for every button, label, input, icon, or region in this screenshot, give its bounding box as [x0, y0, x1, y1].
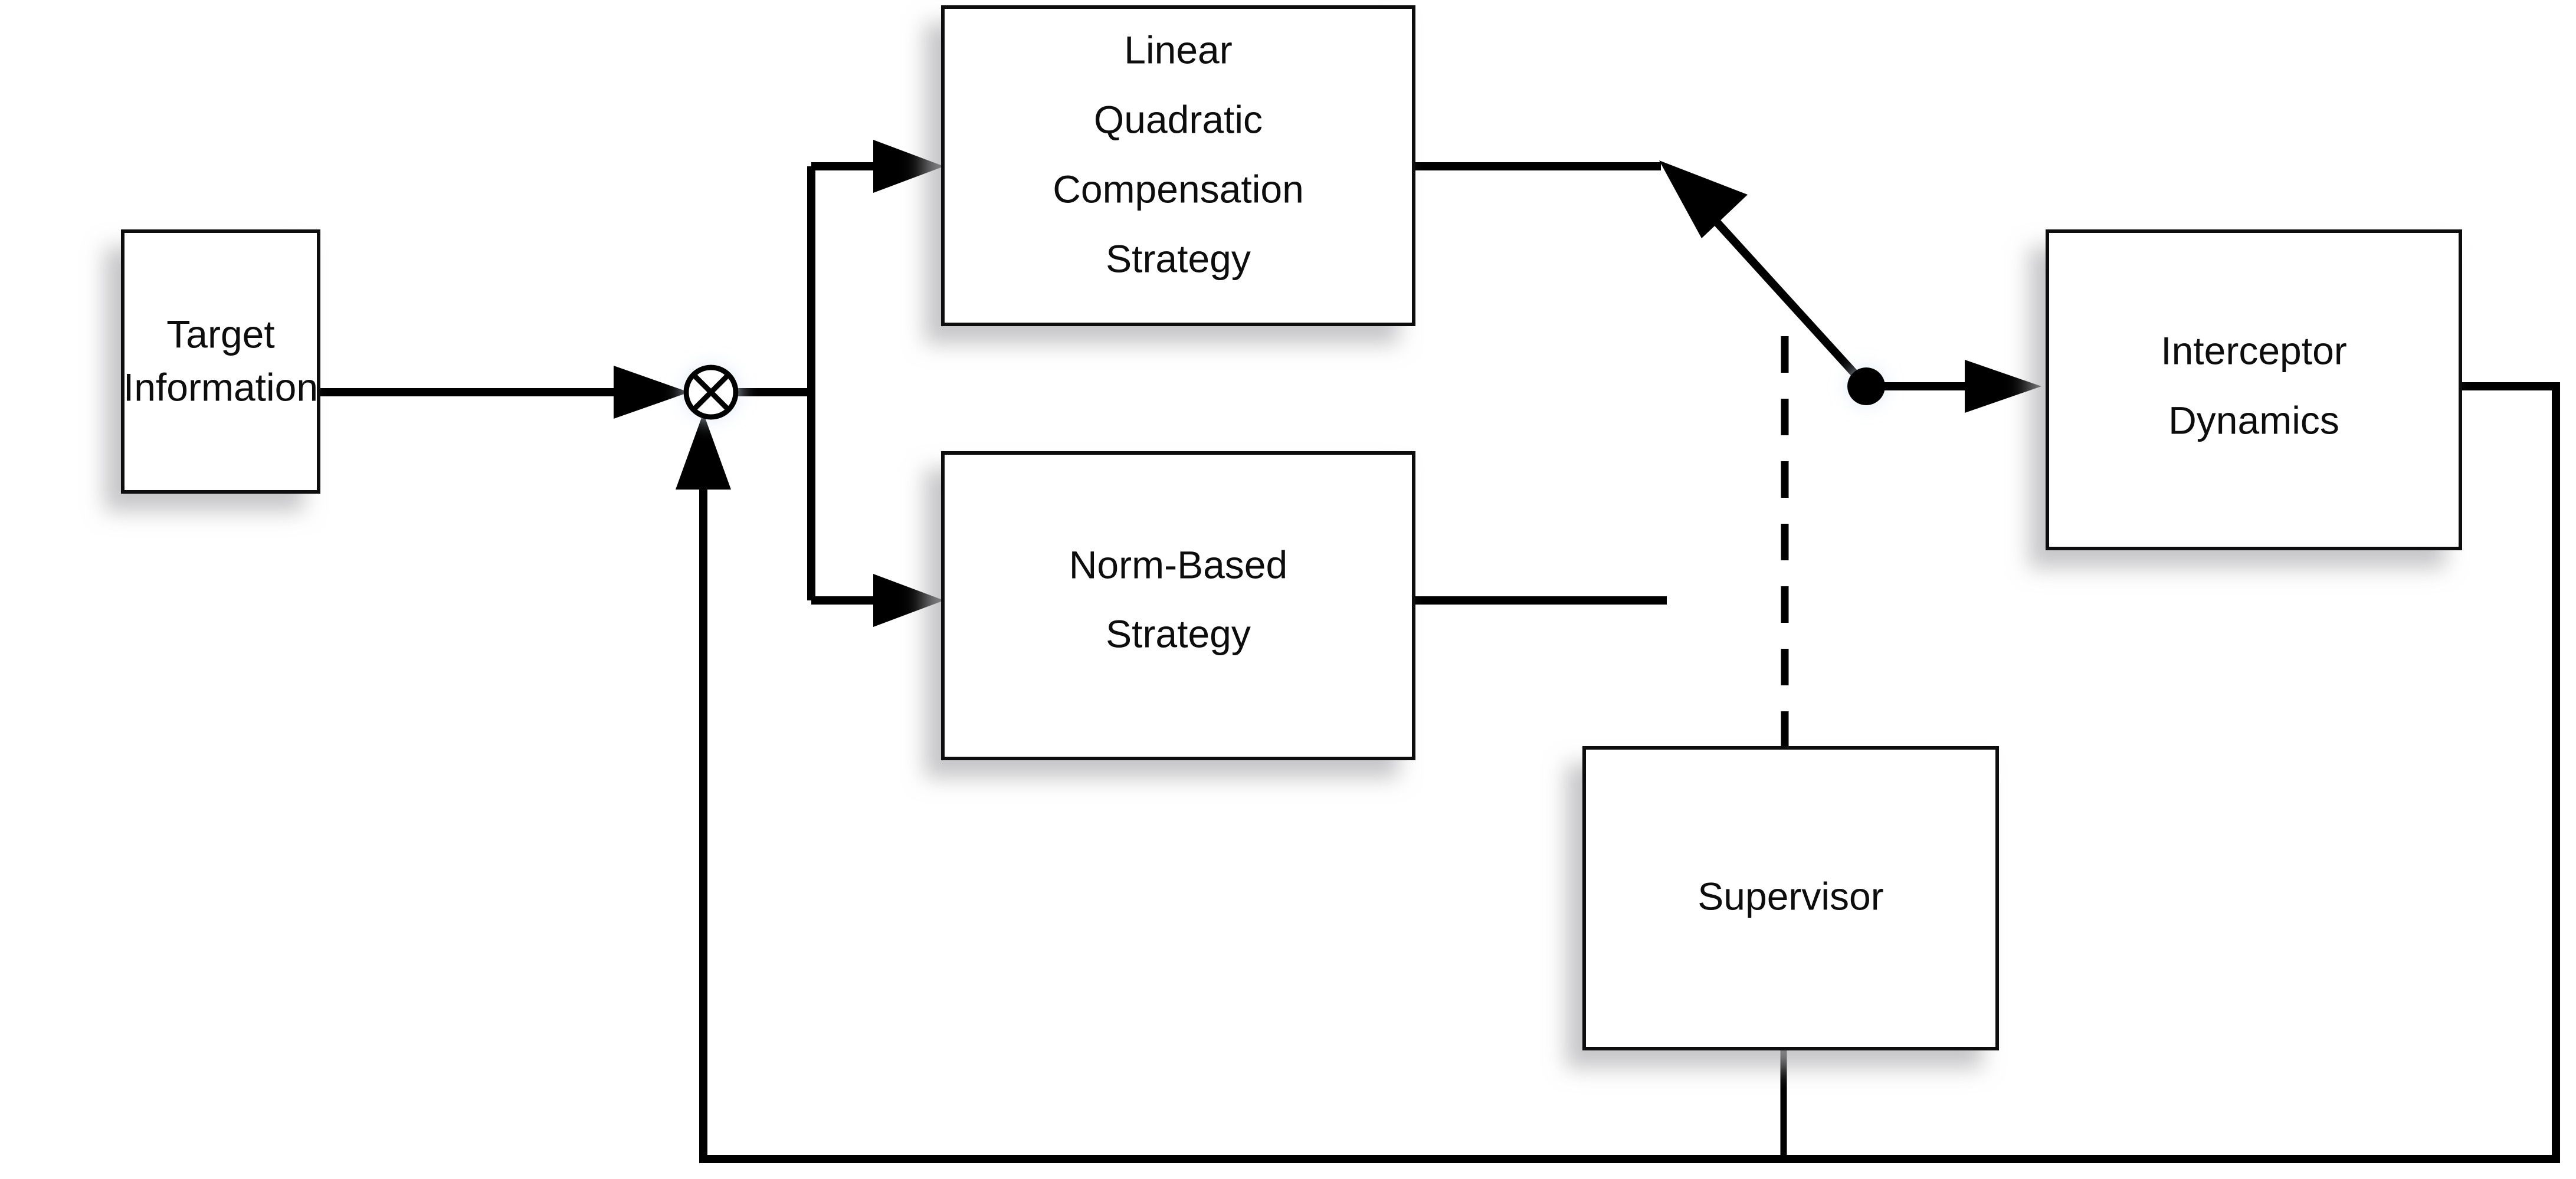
interceptor-dynamics-label-line1: Interceptor	[2161, 329, 2347, 372]
target-information-label-line1: Target	[166, 312, 274, 356]
target-information-label-line2: Information	[123, 365, 318, 409]
wire-switch-to-interceptor	[1879, 360, 2041, 413]
wire-target-to-summing-junction	[319, 366, 689, 419]
supervisor-label: Supervisor	[1697, 874, 1883, 918]
wire-branch-to-lq-strategy	[811, 140, 944, 193]
block-supervisor[interactable]	[1582, 746, 1999, 1050]
interceptor-dynamics-label-line2: Dynamics	[2168, 398, 2339, 442]
lq-strategy-label-line2: Quadratic	[1094, 97, 1263, 141]
wire-branch-to-norm-strategy	[811, 574, 944, 627]
block-linear-quadratic-compensation-strategy[interactable]	[941, 5, 1415, 326]
summing-junction[interactable]	[683, 364, 739, 420]
lq-strategy-label-line4: Strategy	[1106, 237, 1251, 280]
norm-based-strategy-label-line1: Norm-Based	[1069, 543, 1287, 586]
block-norm-based-strategy[interactable]	[941, 451, 1415, 760]
lq-strategy-label-line1: Linear	[1124, 28, 1232, 71]
block-target-information[interactable]	[121, 229, 320, 494]
switch-pivot-dot[interactable]	[1847, 367, 1885, 405]
block-interceptor-dynamics[interactable]	[2046, 229, 2462, 550]
wire-interceptor-feedback-loop	[676, 382, 2560, 1163]
switch-blade[interactable]	[1659, 160, 1870, 389]
wire-summing-junction-output	[736, 166, 815, 600]
lq-strategy-label-line3: Compensation	[1053, 167, 1304, 211]
norm-based-strategy-label-line2: Strategy	[1106, 612, 1251, 655]
